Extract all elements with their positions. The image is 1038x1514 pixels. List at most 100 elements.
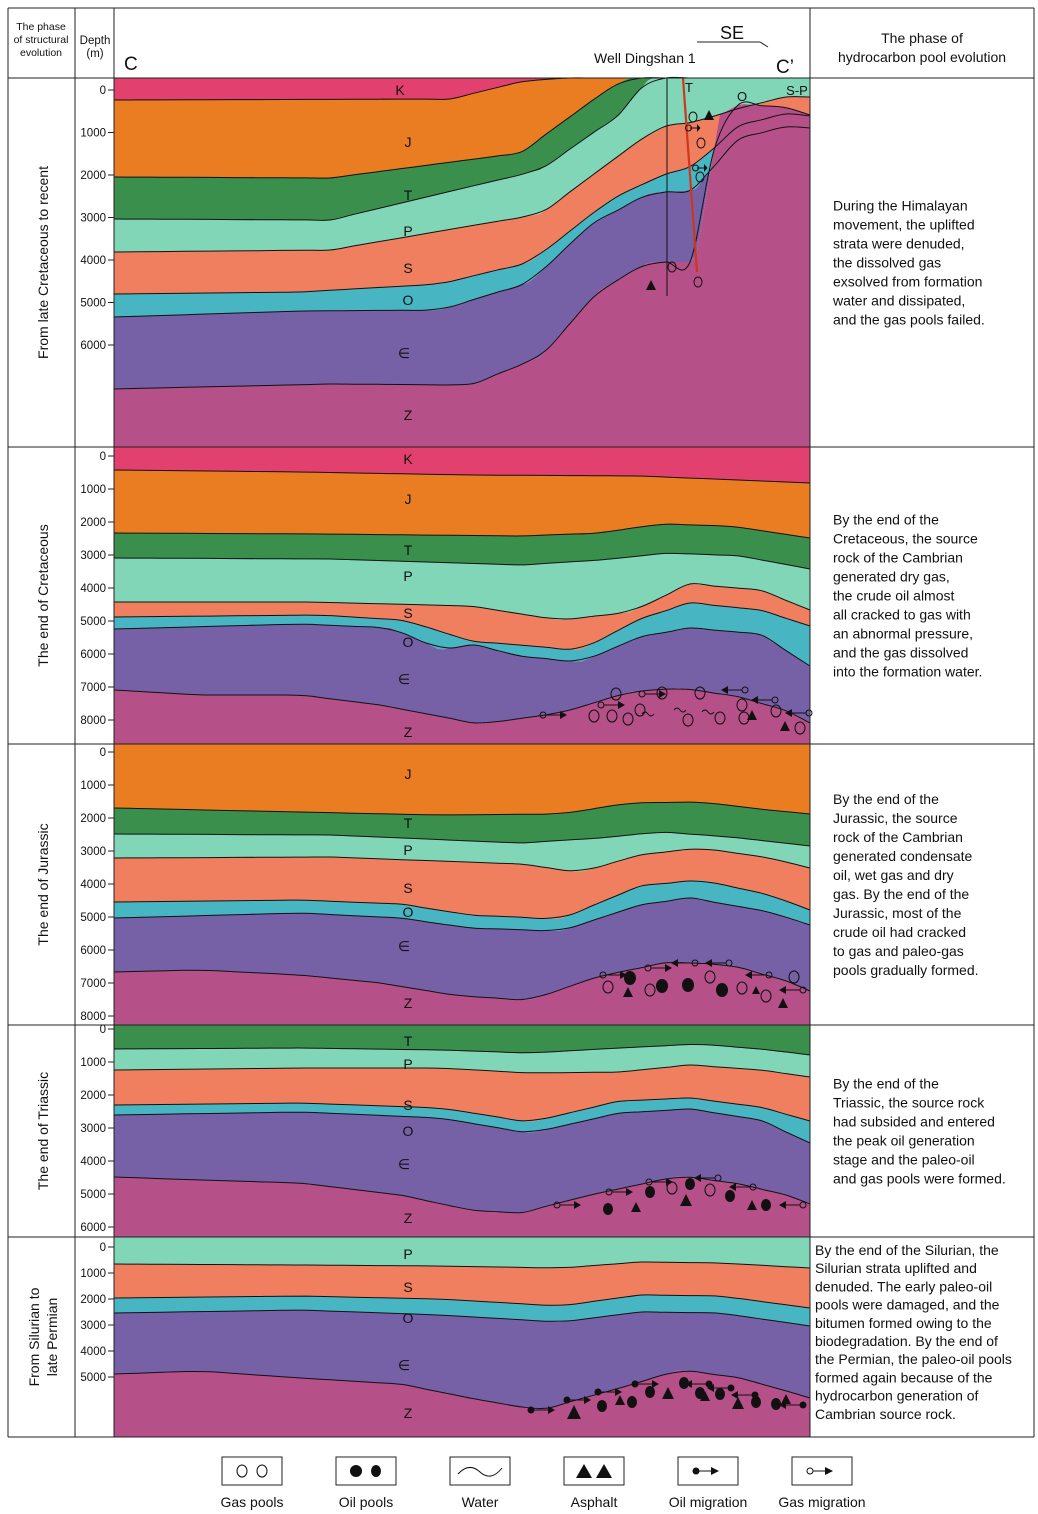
boundary-line [113,1097,811,1122]
asphalt-symbol [646,280,656,290]
gas-migration-symbol [771,696,779,704]
gas-pool-symbol [788,970,800,984]
gas-pool-symbol [634,703,646,717]
oil-pool-symbol [771,1398,781,1410]
depth-tick-label: 2000 [80,1294,106,1306]
boundary-line [113,623,811,667]
gas-migration-symbol [799,986,807,994]
stratum-label: S [403,1279,412,1295]
stratum-label: S [403,260,412,276]
asphalt-symbol [704,110,714,120]
depth-tick-label: 0 [100,1024,106,1036]
gas-pool-symbol [696,137,706,149]
water-symbol [641,711,655,717]
stratum-s [114,848,810,919]
boundary-line [113,552,811,570]
stratum-cam [114,1109,810,1213]
oil-migration-symbol [527,1406,535,1414]
stratum-label: T [685,80,693,95]
migration-arrow [705,959,712,967]
stratum-label: O [403,292,414,308]
header-phase: of structural [14,34,69,46]
stratum-label: ∈ [398,1156,410,1172]
oil-pool-symbol [685,1178,695,1190]
legend-item: Gas migration [778,1456,866,1510]
stratum-label: Z [404,1405,413,1421]
depth-tick-label: 5000 [80,616,106,628]
depth-tick-label: 4000 [80,879,106,891]
depth-tick-label: 3000 [80,550,106,562]
legend-label: Oil migration [669,1494,748,1510]
gas-pool-symbol [688,111,698,123]
gas-pool-symbol [694,686,706,700]
gas-pool-symbol [794,721,806,735]
stratum-cam [114,104,810,390]
legend-box [563,1456,625,1486]
depth-tick-label: 1000 [80,128,106,140]
depth-tick-label: 4000 [80,1156,106,1168]
oil-pool-symbol [751,1396,761,1408]
migration-arrow [707,1384,714,1392]
gas-migration-symbol [691,959,699,967]
pool-evolution-text: an abnormal pressure, [833,626,973,642]
pool-evolution-text: crude oil had cracked [833,924,966,940]
water-symbol [701,709,715,715]
stratum-t [114,1025,810,1055]
asphalt-symbol [615,1395,625,1405]
stratum-label: P [403,842,412,858]
asphalt-symbol [747,710,757,720]
stratum-label: ∈ [398,938,410,954]
oil-pool-symbol [645,1386,655,1398]
oil-pool-symbol [715,1388,725,1400]
boundary-line [113,1043,811,1056]
gas-migration-symbol [749,1183,757,1191]
pool-evolution-text: generated condensate [833,848,973,864]
stratum-label: J [405,134,412,150]
gas-pool-symbol [682,713,694,727]
boundary-line [113,1294,811,1309]
stratum-label: Z [404,724,413,740]
stratum-o [114,603,810,666]
boundary-line [113,469,811,484]
depth-tick-label: 7000 [80,682,106,694]
asphalt-symbol [752,986,760,994]
asphalt-symbol [732,1397,744,1409]
strata-layer [113,76,811,1437]
fault-line [681,77,699,273]
oil-migration-symbol [631,1380,639,1388]
gas-pool-symbol [656,686,668,700]
depth-tick-label: 5000 [80,298,106,310]
stratum-label: P [403,568,412,584]
direction-label: SE [720,23,744,43]
gas-migration-icon [806,1467,833,1475]
water-icon [457,1467,503,1477]
oil-migration-symbol [727,1384,735,1392]
boundary-line [113,1176,811,1214]
pool-evolution-text: pools were damaged, and the [815,1297,1000,1313]
stratum-label: O [403,1310,414,1326]
stratum-s [114,1262,810,1308]
migration-arrow [626,1188,633,1196]
oil-pool-symbol [597,1400,607,1412]
depth-tick-label: 3000 [80,213,106,225]
oil-pool-symbol [624,971,636,985]
pool-evolution-text: the dissolved gas [833,255,941,271]
oil-migration-symbol [799,1401,807,1409]
gas-migration-symbol [599,971,607,979]
depth-tick-label: 0 [100,85,106,97]
stratum-label: J [405,766,412,782]
header-depth: Depth [80,35,111,47]
pool-evolution-text: movement, the uplifted [833,217,975,233]
stratum-label: ∈ [398,345,410,361]
boundary-line [113,602,811,650]
legend-box [677,1456,739,1486]
pool-evolution-text: rock of the Cambrian [833,829,963,845]
header-pool-evolution: hydrocarbon pool evolution [838,49,1006,65]
depth-tick-label: 2000 [80,813,106,825]
stratum-label: O [737,89,747,104]
depth-tick-label: 4000 [80,583,106,595]
oil-migration-symbol [751,1391,759,1399]
boundary-line [113,897,811,932]
stratum-o [114,1295,810,1326]
